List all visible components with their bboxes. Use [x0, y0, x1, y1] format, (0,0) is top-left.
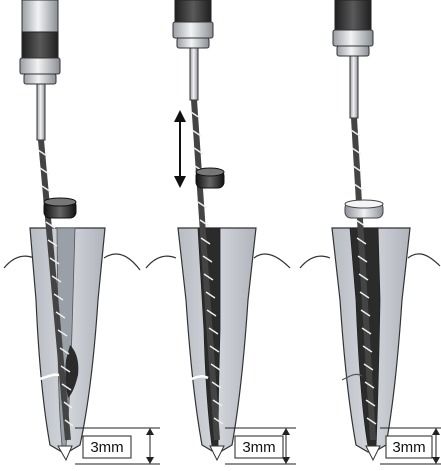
- handpiece-collar: [20, 58, 60, 74]
- handpiece-collar: [337, 46, 369, 56]
- handpiece-body: [335, 0, 371, 30]
- file-shank: [37, 84, 45, 140]
- gum-line: [104, 254, 140, 270]
- apex-tip: [210, 446, 224, 460]
- panel-middle: 3mm: [146, 0, 296, 464]
- gum-line: [254, 254, 290, 268]
- handpiece-collar: [24, 74, 56, 84]
- panel-right: 3mm: [300, 0, 441, 464]
- rubber-stopper: [345, 200, 383, 208]
- handpiece-collar: [173, 22, 213, 38]
- gum-line: [300, 256, 330, 268]
- file-shank: [190, 48, 198, 100]
- measurement-label: 3mm: [90, 439, 123, 456]
- rubber-stopper: [196, 168, 224, 176]
- handpiece-collar: [333, 30, 373, 46]
- apex-tip: [366, 446, 380, 460]
- measurement-label: 3mm: [242, 439, 275, 456]
- panel-left: 3mm: [4, 0, 160, 464]
- gum-line: [408, 254, 440, 266]
- gum-line: [146, 256, 176, 268]
- handpiece-collar: [177, 38, 209, 48]
- handpiece-body: [175, 0, 211, 22]
- measurement-label: 3mm: [392, 439, 425, 456]
- gum-line: [4, 256, 34, 268]
- file-shank: [350, 56, 358, 118]
- handpiece-grip: [22, 32, 58, 58]
- rubber-stopper: [44, 198, 76, 206]
- handpiece-body: [22, 0, 58, 32]
- apex-tip: [58, 446, 72, 460]
